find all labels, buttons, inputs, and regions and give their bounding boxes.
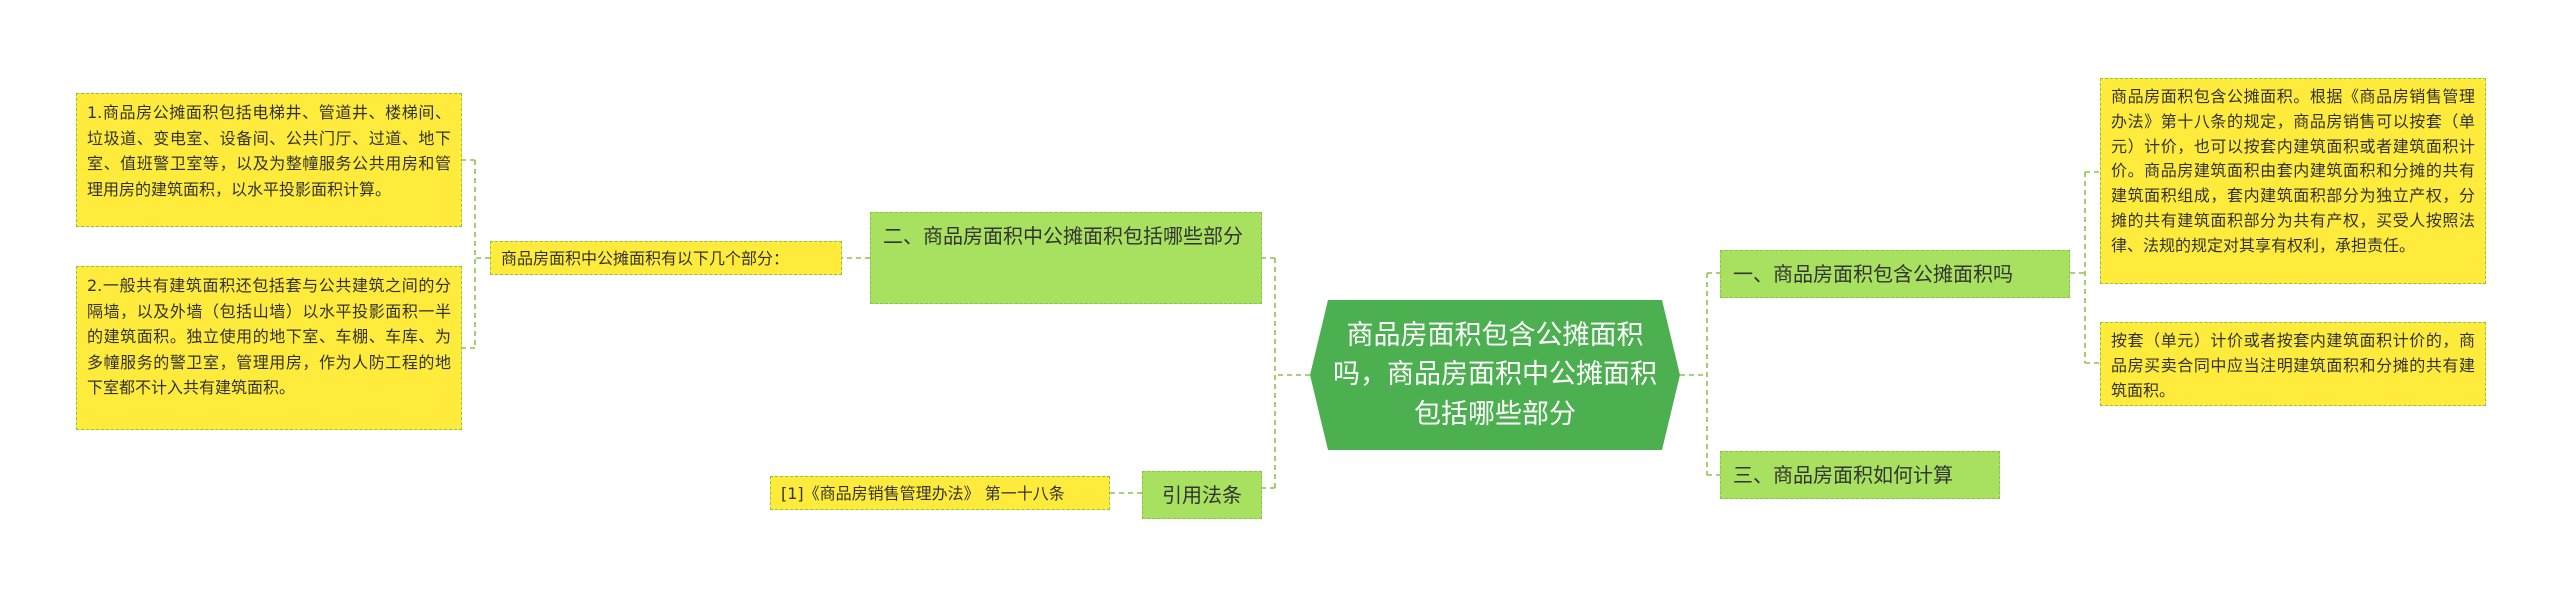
leaf-node-a[interactable]: 商品房面积包含公摊面积。根据《商品房销售管理办法》第十八条的规定，商品房销售可以… xyxy=(2100,78,2486,284)
leaf-node-2[interactable]: 2.一般共有建筑面积还包括套与公共建筑之间的分隔墙，以及外墙（包括山墙）以水平投… xyxy=(76,266,462,430)
center-node-shape xyxy=(1310,300,1680,450)
branch-node-2[interactable]: 二、商品房面积中公摊面积包括哪些部分 xyxy=(870,212,1262,304)
branch-node-3[interactable]: 三、商品房面积如何计算 xyxy=(1720,451,2000,499)
leaf-node-1[interactable]: 1.商品房公摊面积包括电梯井、管道井、楼梯间、垃圾道、变电室、设备间、公共门厅、… xyxy=(76,93,462,227)
branch-node-1[interactable]: 一、商品房面积包含公摊面积吗 xyxy=(1720,250,2070,298)
branch2-sub-node[interactable]: 商品房面积中公摊面积有以下几个部分： xyxy=(490,241,842,275)
leaf-node-b[interactable]: 按套（单元）计价或者按套内建筑面积计价的，商品房买卖合同中应当注明建筑面积和分摊… xyxy=(2100,322,2486,406)
ref-leaf-node[interactable]: [1]《商品房销售管理办法》 第一十八条 xyxy=(770,476,1110,510)
ref-node[interactable]: 引用法条 xyxy=(1142,471,1262,519)
center-node[interactable]: 商品房面积包含公摊面积吗，商品房面积中公摊面积包括哪些部分 xyxy=(1333,320,1657,430)
